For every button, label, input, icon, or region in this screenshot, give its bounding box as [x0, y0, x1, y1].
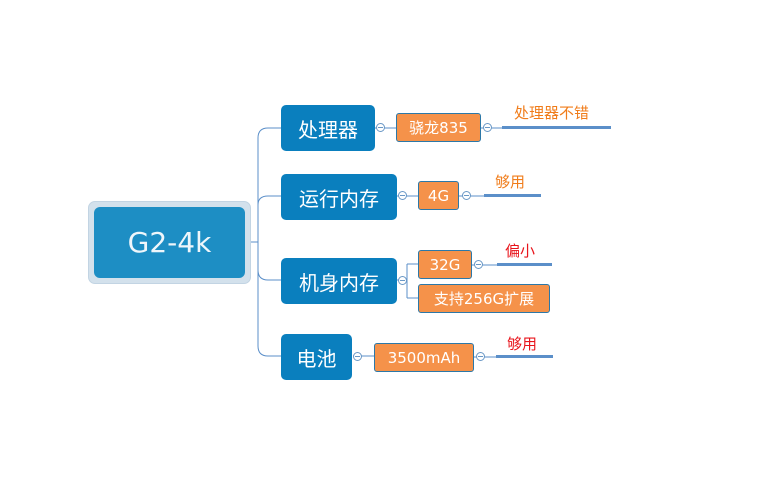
- root-topic-label: G2-4k: [127, 226, 212, 259]
- subtopic-32g[interactable]: 32G: [418, 250, 472, 279]
- note-underline: [496, 355, 553, 358]
- subtopic-snapdragon-835[interactable]: 骁龙835: [396, 113, 481, 142]
- note-battery[interactable]: 够用: [507, 333, 537, 354]
- subtopic-256g-expansion[interactable]: 支持256G扩展: [418, 284, 550, 313]
- note-label: 处理器不错: [514, 104, 590, 122]
- note-underline: [502, 126, 611, 129]
- subtopic-3500mah[interactable]: 3500mAh: [374, 343, 474, 372]
- topic-label: 运行内存: [299, 186, 379, 211]
- root-topic[interactable]: G2-4k: [94, 207, 245, 278]
- subtopic-label: 3500mAh: [387, 348, 461, 367]
- subtopic-label: 骁龙835: [409, 119, 468, 137]
- note-underline: [497, 263, 552, 266]
- topic-label: 处理器: [298, 117, 358, 142]
- topic-ram[interactable]: 运行内存: [281, 174, 397, 220]
- collapse-toggle-icon[interactable]: [376, 123, 385, 132]
- subtopic-label: 4G: [427, 186, 450, 205]
- note-ram[interactable]: 够用: [495, 171, 525, 192]
- note-label: 偏小: [505, 242, 536, 260]
- connector-branch-1: [257, 127, 281, 139]
- subtopic-label: 32G: [429, 255, 461, 274]
- note-label: 够用: [507, 335, 538, 353]
- topic-label: 机身内存: [299, 270, 379, 295]
- collapse-toggle-icon[interactable]: [398, 276, 407, 285]
- note-processor[interactable]: 处理器不错: [514, 102, 589, 123]
- connector-branch-3: [257, 269, 281, 281]
- topic-label: 电池: [296, 346, 337, 371]
- topic-storage[interactable]: 机身内存: [281, 258, 397, 304]
- note-label: 够用: [495, 173, 526, 191]
- connector-branch-4: [257, 345, 281, 357]
- topic-processor[interactable]: 处理器: [281, 105, 375, 151]
- collapse-toggle-icon[interactable]: [474, 260, 483, 269]
- note-storage[interactable]: 偏小: [505, 240, 535, 261]
- collapse-toggle-icon[interactable]: [398, 191, 407, 200]
- subtopic-label: 支持256G扩展: [433, 290, 535, 308]
- collapse-toggle-icon[interactable]: [483, 123, 492, 132]
- note-underline: [484, 194, 541, 197]
- topic-battery[interactable]: 电池: [281, 334, 352, 380]
- subtopic-4g[interactable]: 4G: [418, 181, 459, 210]
- collapse-toggle-icon[interactable]: [462, 191, 471, 200]
- collapse-toggle-icon[interactable]: [476, 352, 485, 361]
- connector-branch-2: [257, 195, 281, 206]
- collapse-toggle-icon[interactable]: [353, 352, 362, 361]
